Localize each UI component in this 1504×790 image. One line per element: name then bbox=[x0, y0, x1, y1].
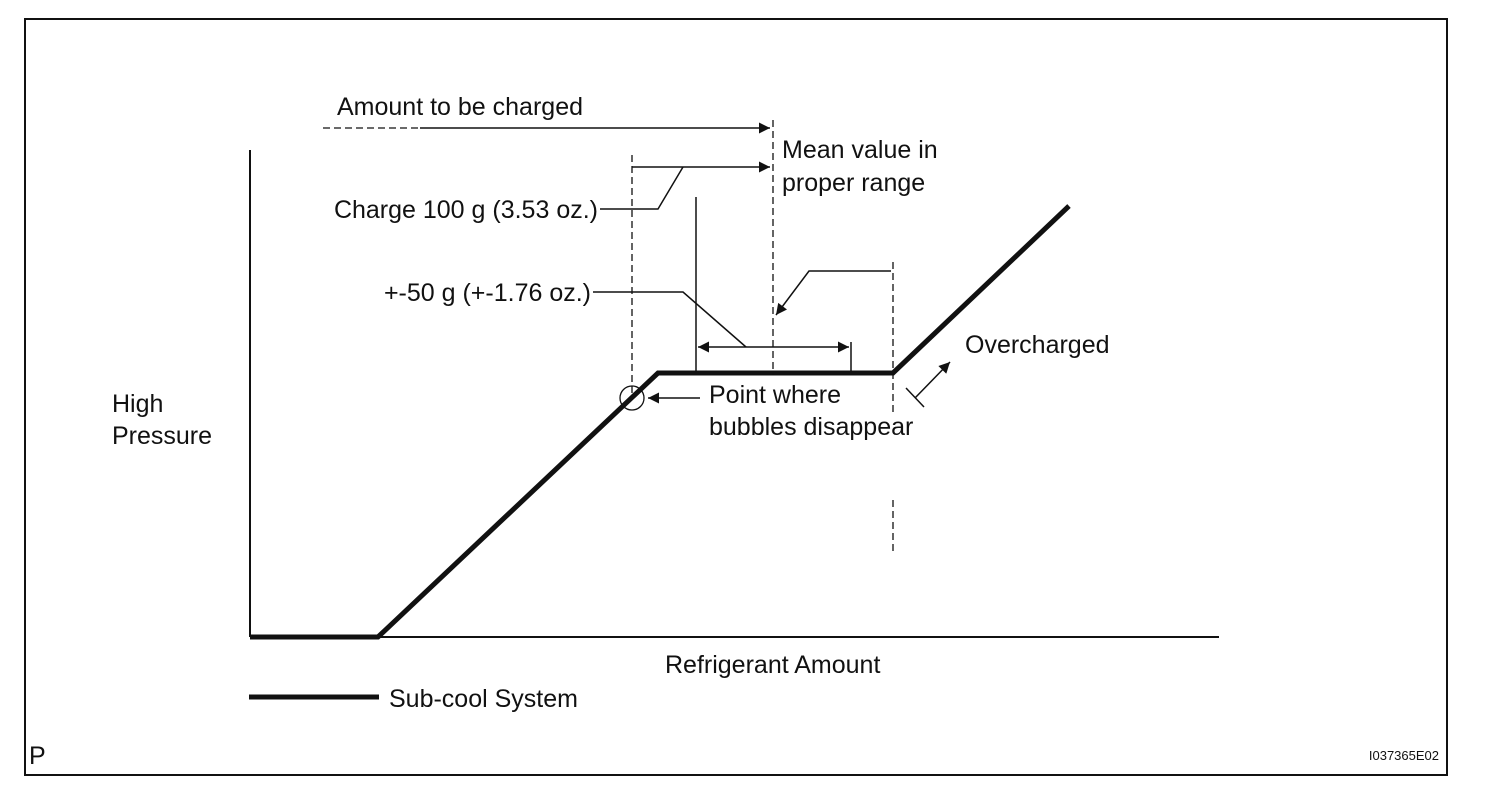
corner-mark: P bbox=[29, 742, 46, 770]
figure-frame bbox=[24, 18, 1448, 776]
subcool-system-curve bbox=[250, 204, 1071, 640]
overcharged-tick bbox=[905, 387, 925, 408]
plus-minus-50g-label: +-50 g (+-1.76 oz.) bbox=[384, 279, 591, 307]
legend-label: Sub-cool System bbox=[389, 685, 578, 713]
y-axis-label-line2: Pressure bbox=[112, 422, 212, 450]
overcharged-label: Overcharged bbox=[965, 331, 1110, 359]
bubbles-label-line2: bubbles disappear bbox=[709, 413, 913, 441]
figure-id: I037365E02 bbox=[1369, 748, 1439, 763]
amount-to-be-charged-label: Amount to be charged bbox=[337, 93, 583, 121]
bubbles-label-line1: Point where bbox=[709, 381, 841, 409]
x-axis-label: Refrigerant Amount bbox=[665, 651, 880, 679]
charge-100g-leader bbox=[600, 166, 684, 210]
mean-value-label-line2: proper range bbox=[782, 169, 925, 197]
overcharged-arrow bbox=[914, 361, 951, 399]
bubble-point-circle bbox=[619, 385, 645, 411]
mean-value-pointer-arrow bbox=[775, 270, 891, 316]
reference-lines bbox=[323, 120, 894, 552]
y-axis-label-line1: High bbox=[112, 390, 163, 418]
annotation-arrows bbox=[420, 122, 951, 408]
mean-value-label-line1: Mean value in bbox=[782, 136, 938, 164]
charge-100g-label: Charge 100 g (3.53 oz.) bbox=[334, 196, 598, 224]
plus-minus-50g-leader bbox=[593, 291, 747, 348]
axes bbox=[249, 150, 1219, 638]
